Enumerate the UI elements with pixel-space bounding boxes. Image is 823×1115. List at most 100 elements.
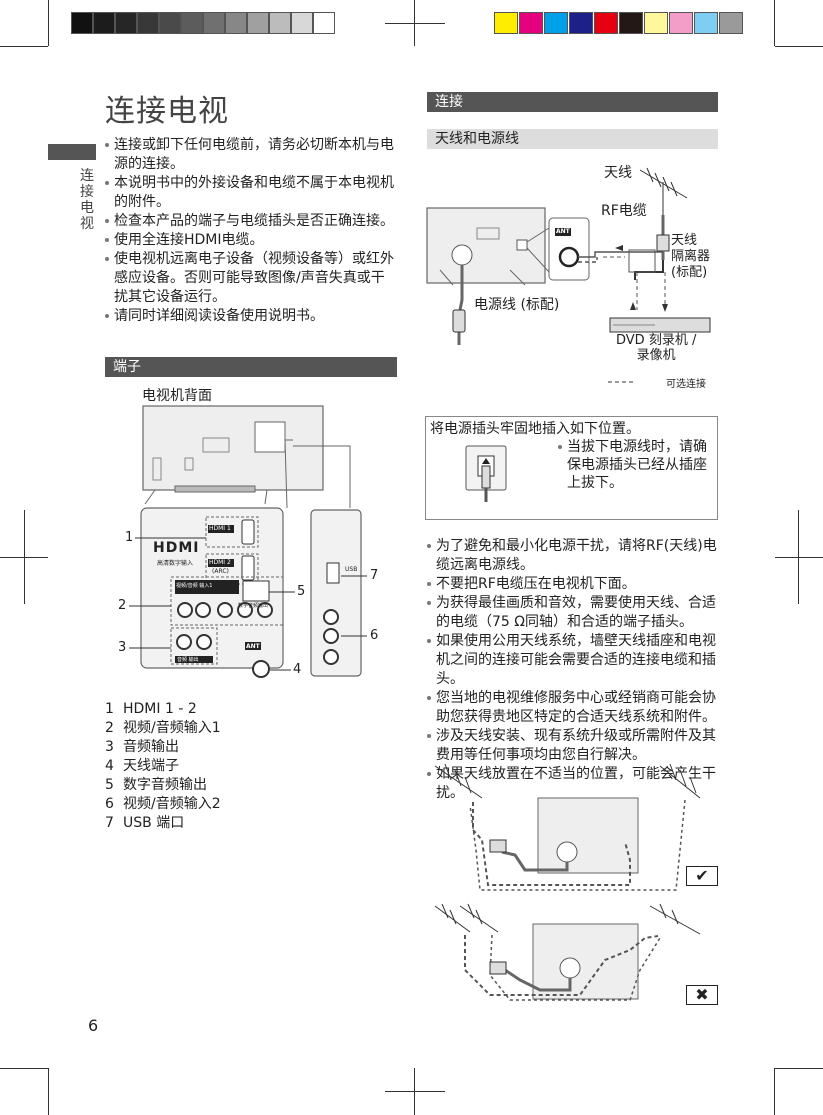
terminal-legend-text: HDMI 1 - 2 [123, 701, 197, 717]
gray-swatch [291, 12, 313, 34]
isolator-label: 天线 隔离器 (标配) [671, 233, 711, 280]
terminal-legend-text: 音频输出 [123, 739, 179, 755]
gray-swatch [181, 12, 203, 34]
terminals-heading: 端子 [105, 357, 397, 377]
tv-back-good [537, 797, 639, 874]
callout-1: 1 [125, 530, 134, 545]
optional-legend-label: 可选连接 [666, 379, 706, 390]
hdmi1-label: HDMI 1 [209, 525, 231, 532]
dvd-recorder [609, 317, 711, 333]
terminal-legend-item: 3 音频输出 [105, 738, 221, 757]
hdmi-logo: HDMI [153, 540, 200, 556]
side-label: 连接电视 [80, 168, 94, 232]
usb-port [326, 562, 340, 584]
terminal-legend-text: 数字音频输出 [123, 777, 207, 793]
gray-swatch [269, 12, 291, 34]
gray-swatch [159, 12, 181, 34]
incorrect-installation-diagram [434, 903, 701, 1001]
bullet-item: 为获得最佳画质和音效，需要使用天线、合适的电缆（75 Ω同轴）和合适的端子插头。 [427, 594, 719, 632]
bullet-item: 不要把RF电缆压在电视机下面。 [427, 575, 719, 594]
gray-swatch [313, 12, 335, 34]
bullet-item: 连接或卸下任何电缆前，请务必切断本机与电源的连接。 [105, 136, 397, 174]
bullet-item: 如果使用公用天线系统，墙壁天线插座和电视机之间的连接可能会需要合适的连接电缆和插… [427, 632, 719, 689]
hdmi2-port [241, 555, 255, 581]
terminal-legend-item: 6 视频/音频输入2 [105, 795, 221, 814]
power-socket-icon [465, 445, 507, 502]
color-swatch [594, 12, 618, 34]
terminal-legend-number: 7 [105, 815, 114, 831]
ant-label: ANT [246, 643, 260, 650]
connection-subheading: 天线和电源线 [427, 129, 718, 149]
terminal-legend-number: 5 [105, 777, 114, 793]
bullet-item: 为了避免和最小化电源干扰，请将RF(天线)电缆远离电源线。 [427, 537, 719, 575]
terminal-legend-text: 天线端子 [123, 758, 179, 774]
plug-note-heading: 将电源插头牢固地插入如下位置。 [430, 421, 640, 437]
tv-back-outline [142, 405, 324, 491]
av1-label-bg [175, 580, 239, 594]
intro-bullet-list: 连接或卸下任何电缆前，请务必切断本机与电源的连接。本说明书中的外接设备和电缆不属… [105, 136, 397, 326]
plug-note-bullet-dot [558, 445, 562, 449]
page-title: 连接电视 [105, 94, 229, 129]
hdmi2-label: HDMI 2 [209, 559, 231, 566]
terminal-legend-text: 视频/音频输入2 [123, 796, 221, 812]
hdmi-caption: 高清数字输入 [157, 560, 194, 567]
connection-heading: 连接 [427, 92, 718, 112]
color-swatch [694, 12, 718, 34]
color-swatch [644, 12, 668, 34]
ant-port [252, 660, 270, 678]
gray-swatch [225, 12, 247, 34]
plug-note-text: 当拔下电源线时，请确保电源插头已经从插座上拔下。 [567, 439, 707, 491]
hdmi2-arc-label: (ARC) [212, 568, 229, 575]
gray-swatch [137, 12, 159, 34]
correct-installation-diagram [434, 763, 701, 891]
terminal-legend-text: 视频/音频输入1 [123, 720, 221, 736]
terminal-legend-item: 1 HDMI 1 - 2 [105, 700, 221, 719]
terminal-legend-number: 4 [105, 758, 114, 774]
page-number: 6 [88, 1016, 99, 1035]
terminal-legend-item: 4 天线端子 [105, 757, 221, 776]
gray-swatch [203, 12, 225, 34]
ant-label-right: ANT [556, 228, 570, 235]
callout-5: 5 [297, 584, 306, 599]
antenna-isolator [656, 234, 670, 252]
antenna-icon [639, 167, 688, 215]
callout-3: 3 [118, 640, 127, 655]
plug-note-box [425, 416, 718, 520]
av1-label: 视频/音频 输入1 [176, 583, 213, 589]
rf-cable-label: RF电缆 [601, 203, 647, 219]
terminal-legend-number: 3 [105, 739, 114, 755]
color-swatch [669, 12, 693, 34]
terminal-legend-number: 6 [105, 796, 114, 812]
power-cord-label: 电源线 (标配) [474, 297, 560, 313]
callout-4: 4 [293, 662, 302, 677]
incorrect-mark: ✖ [686, 985, 718, 1005]
side-tab-marker [48, 144, 96, 160]
antenna-notes-list: 为了避免和最小化电源干扰，请将RF(天线)电缆远离电源线。不要把RF电缆压在电视… [427, 537, 719, 803]
optical-port [242, 580, 270, 602]
tv-back-bad [532, 923, 639, 1000]
callout-2: 2 [118, 598, 127, 613]
audio-out-label: 音频 输出 [177, 657, 199, 663]
antenna-connection-diagram [426, 167, 711, 383]
color-swatch [494, 12, 518, 34]
terminal-legend-number: 1 [105, 701, 114, 717]
usb-label: USB [345, 566, 358, 573]
color-swatch [569, 12, 593, 34]
bullet-item: 使用全连接HDMI电缆。 [105, 231, 397, 250]
tv-back-diagram [129, 405, 367, 678]
hdmi1-label-bg [208, 525, 234, 533]
tv-back-label: 电视机背面 [142, 388, 212, 404]
callout-7: 7 [370, 568, 379, 583]
bullet-item: 检查本产品的端子与电缆插头是否正确连接。 [105, 212, 397, 231]
digital-out-label: 数字音频输出 [238, 603, 269, 609]
bullet-item: 您当地的电视维修服务中心或经销商可能会协助您获得贵地区特定的合适天线系统和附件。 [427, 689, 719, 727]
gray-swatch [71, 12, 93, 34]
power-inlet [451, 244, 473, 266]
bullet-item: 如果天线放置在不适当的位置，可能会产生干扰。 [427, 765, 719, 803]
ant-socket [558, 246, 580, 268]
correct-mark: ✔ [686, 866, 718, 886]
hdmi1-port [241, 519, 255, 545]
